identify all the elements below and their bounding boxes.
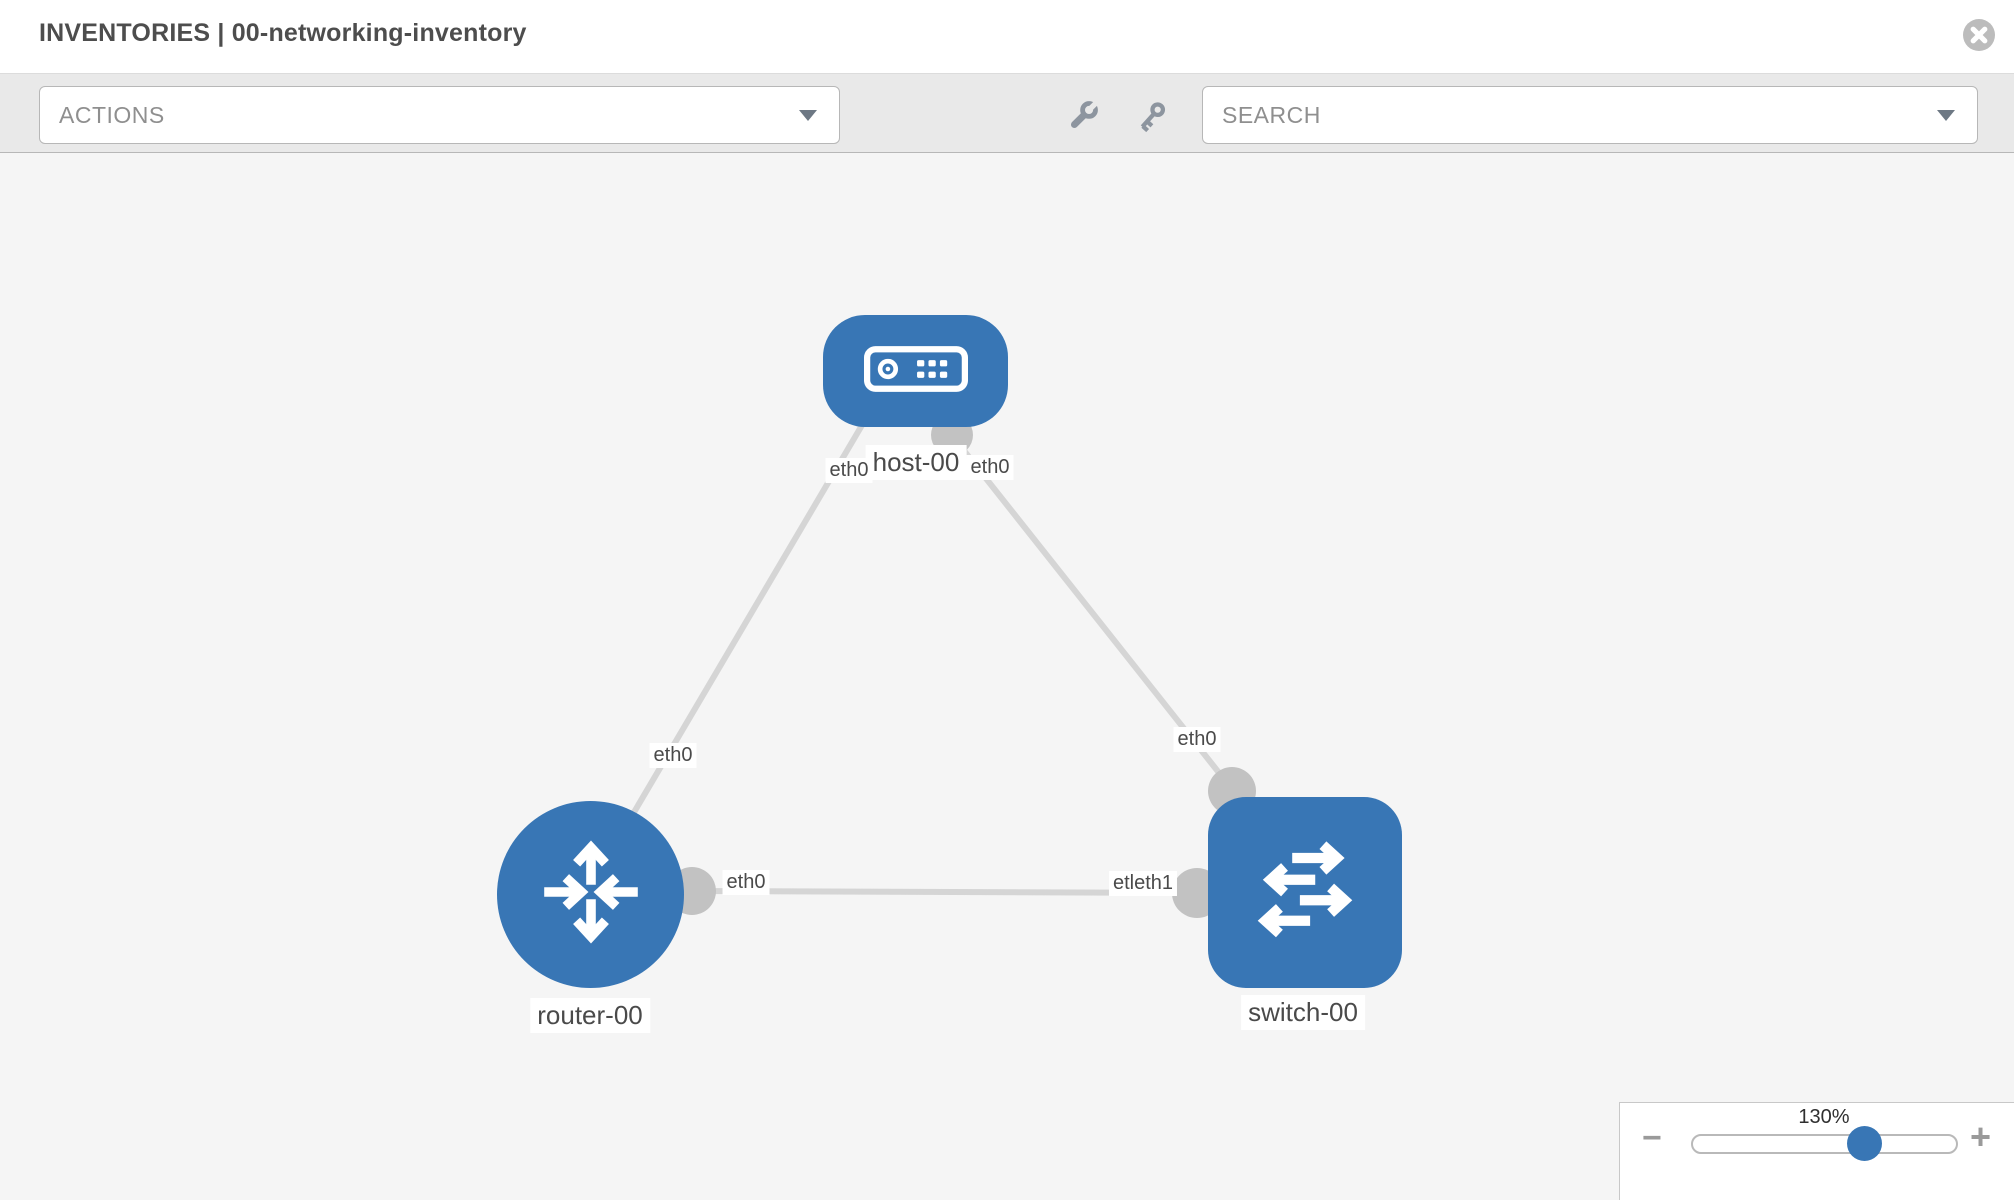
interface-connectors: [668, 414, 1256, 918]
switch-icon: [1241, 826, 1369, 959]
host-icon: [863, 343, 968, 400]
chevron-down-icon: [1937, 110, 1955, 121]
node-label-router: router-00: [530, 998, 650, 1033]
zoom-slider-thumb[interactable]: [1847, 1126, 1882, 1161]
search-dropdown[interactable]: SEARCH: [1202, 86, 1978, 144]
close-icon: [1962, 19, 1996, 56]
zoom-control-panel: 130% − +: [1619, 1102, 2014, 1200]
iface-label-switch-left: etleth1: [1108, 871, 1178, 896]
iface-label-host-left: eth0: [825, 458, 873, 483]
iface-label-router-right: eth0: [722, 870, 770, 895]
close-button[interactable]: [1962, 18, 1996, 52]
node-label-host: host-00: [865, 445, 967, 480]
configure-tools-button[interactable]: [1063, 98, 1103, 138]
page-title: INVENTORIES | 00-networking-inventory: [39, 19, 527, 47]
wrench-icon: [1065, 98, 1101, 139]
actions-dropdown[interactable]: ACTIONS: [39, 86, 840, 144]
iface-label-switch-top: eth0: [1173, 727, 1221, 752]
router-icon: [531, 832, 651, 957]
header: INVENTORIES | 00-networking-inventory: [0, 0, 2014, 73]
toolbar: ACTIONS SEARCH: [0, 73, 2014, 153]
iface-label-router-top: eth0: [649, 743, 697, 768]
search-dropdown-label: SEARCH: [1222, 101, 1321, 128]
iface-label-host-right: eth0: [966, 455, 1014, 480]
credentials-button[interactable]: [1132, 98, 1172, 138]
zoom-slider-track[interactable]: [1691, 1134, 1958, 1154]
actions-dropdown-label: ACTIONS: [59, 101, 165, 128]
key-icon: [1135, 99, 1169, 138]
chevron-down-icon: [799, 110, 817, 121]
zoom-percentage: 130%: [1798, 1106, 1850, 1128]
node-host-00[interactable]: [823, 315, 1008, 427]
zoom-out-button[interactable]: −: [1642, 1119, 1662, 1157]
topology-canvas[interactable]: host-00 router-00 switch-00 eth0 eth0 et…: [0, 153, 2014, 1200]
link-host-router: [607, 413, 871, 855]
node-router-00[interactable]: [497, 801, 684, 988]
link-lines: [607, 413, 1238, 896]
zoom-in-button[interactable]: +: [1970, 1116, 1992, 1157]
node-label-switch: switch-00: [1241, 995, 1365, 1030]
node-switch-00[interactable]: [1208, 797, 1402, 988]
